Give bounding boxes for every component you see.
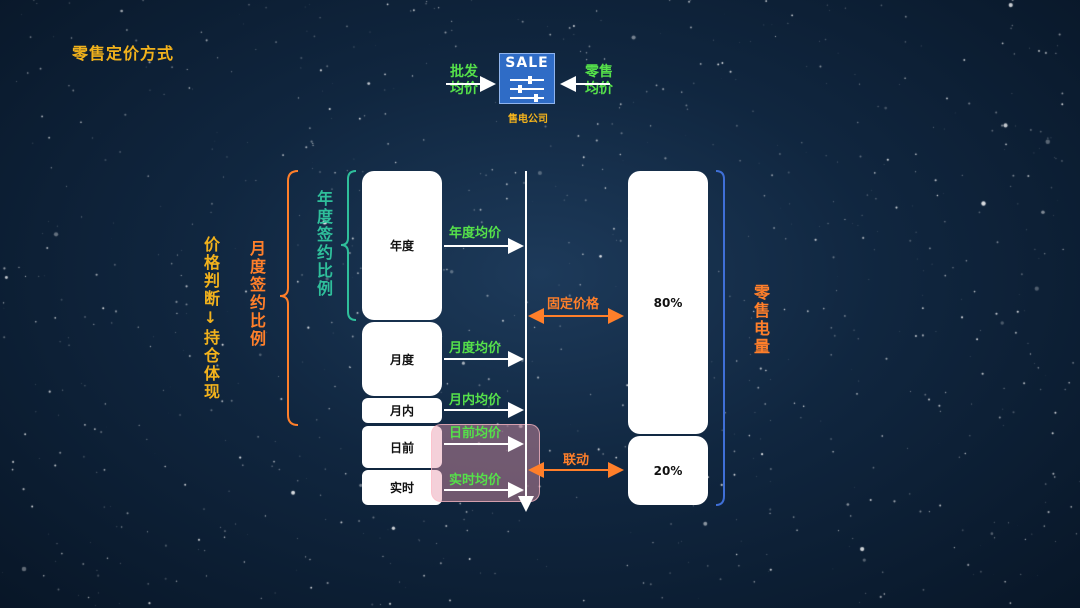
dayahead-box-label: 日前	[389, 440, 414, 455]
annual-ratio-label: 年度签约比例	[314, 190, 333, 298]
intramonth-box: 月内	[362, 398, 442, 423]
intramonth-box-label: 月内	[389, 404, 414, 418]
linked-share-pct: 20%	[653, 463, 683, 478]
retail-label-line1: 零售	[585, 64, 613, 80]
sale-label: SALE	[505, 55, 549, 71]
annual-box: 年度	[362, 171, 442, 320]
retail-volume-label: 零售电量	[751, 284, 770, 356]
price-judgment-label: 价格判断↓持仓体现	[201, 236, 220, 401]
annual-box-label: 年度	[389, 239, 414, 253]
company-label: 售电公司	[508, 114, 548, 125]
wholesale-label-line1: 批发	[450, 64, 478, 80]
page-title: 零售定价方式	[72, 44, 175, 63]
dayahead-avg-label: 日前均价	[449, 426, 502, 441]
linked-share-box: 20%	[628, 436, 708, 505]
fixed-share-box: 80%	[628, 171, 708, 434]
monthly-avg-label: 月度均价	[449, 341, 502, 356]
monthly-ratio-label: 月度签约比例	[247, 240, 266, 348]
monthly-ratio-bracket	[279, 170, 299, 426]
monthly-box-label: 月度	[389, 352, 414, 367]
dayahead-box: 日前	[362, 426, 442, 468]
annual-ratio-bracket	[340, 170, 357, 321]
intramonth-avg-label: 月内均价	[449, 393, 502, 408]
retail-volume-bracket	[715, 170, 725, 506]
realtime-avg-label: 实时均价	[449, 473, 502, 488]
fixed-share-pct: 80%	[653, 295, 683, 310]
sliders-icon	[510, 76, 544, 102]
annual-avg-label: 年度均价	[449, 226, 502, 241]
monthly-box: 月度	[362, 322, 442, 396]
sale-icon: SALE	[499, 53, 555, 104]
realtime-box-label: 实时	[389, 481, 414, 495]
realtime-box: 实时	[362, 470, 442, 505]
